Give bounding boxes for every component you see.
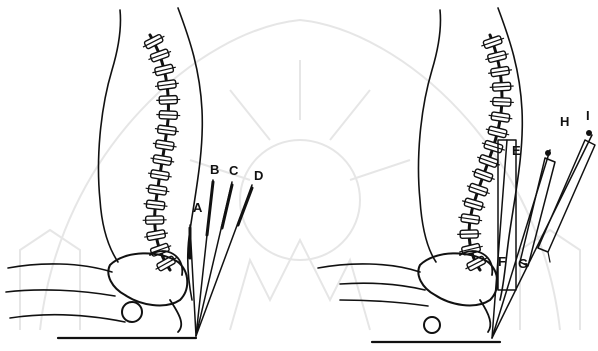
left-panel: A B C D xyxy=(6,8,263,338)
back-outline-right xyxy=(419,10,441,262)
legs-right xyxy=(318,264,428,306)
label-a: A xyxy=(193,200,203,215)
label-g: G xyxy=(518,256,528,271)
label-c: C xyxy=(229,163,239,178)
vertebra-process xyxy=(457,234,481,235)
label-d: D xyxy=(254,168,263,183)
vertebral-column xyxy=(143,34,181,271)
label-b: B xyxy=(210,162,219,177)
back-outline xyxy=(99,10,121,262)
label-e: E xyxy=(512,143,521,158)
label-i: I xyxy=(586,108,590,123)
label-f: F xyxy=(498,254,506,269)
label-h: H xyxy=(560,114,569,129)
legs xyxy=(6,264,125,322)
